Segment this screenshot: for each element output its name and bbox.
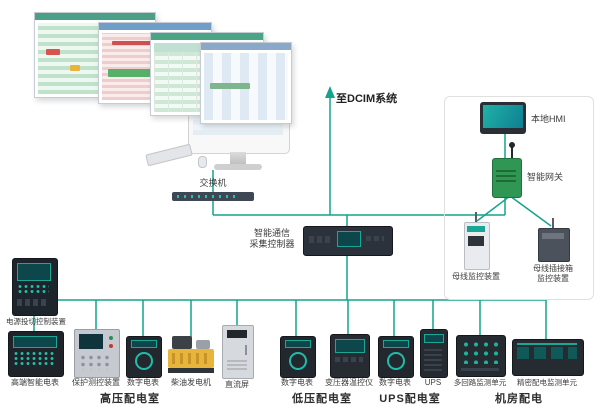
protection-keypad: [79, 354, 113, 370]
busbar-plug-label: 母线插接箱 监控装置: [533, 264, 573, 283]
group-label-hv: 高压配电室: [100, 393, 160, 405]
gateway-label: 智能网关: [527, 172, 564, 182]
ups-display: [424, 334, 444, 343]
dcim-label: 至DCIM系统: [336, 93, 398, 105]
monitor-base: [214, 164, 262, 170]
controller-screen: [337, 231, 361, 247]
protection-screen: [79, 334, 103, 349]
dc-panel-screen: [227, 330, 247, 338]
ups-digital-meter-display: [383, 340, 409, 348]
hv-smart-meter-display: [13, 336, 57, 348]
multi-circuit-label: 多回路监测单元: [453, 378, 507, 387]
screen-block: [210, 83, 250, 89]
switch-label: 交换机: [199, 178, 227, 188]
diesel-generator-label: 柴油发电机: [171, 378, 211, 387]
diesel-generator-engine: [172, 336, 192, 349]
transformer-temp-buttons: [335, 357, 363, 362]
protection-led-red: [109, 344, 113, 348]
transformer-temp-label: 变压器温控仪: [325, 378, 373, 387]
lv-digital-meter-dial: [289, 352, 307, 370]
lv-digital-meter-display: [285, 340, 311, 348]
power-switching-screen: [17, 263, 51, 281]
ups-label: UPS: [424, 378, 442, 387]
power-switching-leds: [17, 284, 49, 294]
group-label-lv: 低压配电室: [292, 393, 352, 405]
window-titlebar: [201, 43, 291, 50]
hmi-screen: [483, 105, 523, 128]
precision-dist-displays: [517, 347, 577, 359]
scada-screenshot-4: [200, 42, 292, 124]
hv-smart-meter-label: 高端智能电表: [11, 378, 59, 387]
busbar-plug-stripe: [542, 233, 564, 239]
right-group-frame: [444, 96, 594, 300]
hv-digital-meter-label: 数字电表: [127, 378, 159, 387]
monitor-stand: [230, 152, 246, 165]
dc-panel-handle: [245, 345, 247, 355]
busbar-monitor-stripe: [467, 226, 485, 232]
multi-circuit-strip: [461, 368, 499, 371]
screen-block: [46, 49, 60, 55]
diesel-generator-alternator: [196, 340, 210, 349]
protection-label: 保护测控装置: [72, 378, 120, 387]
precision-dist-strip: [517, 343, 577, 345]
screen-block: [112, 41, 156, 45]
hv-smart-meter-leds: [13, 351, 55, 367]
window-titlebar: [35, 13, 155, 20]
window-titlebar: [151, 33, 263, 40]
screen-block: [70, 65, 80, 71]
ups-digital-meter-label: 数字电表: [379, 378, 411, 387]
lv-digital-meter-label: 数字电表: [281, 378, 313, 387]
screen-content: [204, 53, 288, 120]
ups-vents: [424, 347, 442, 371]
controller-label: 智能通信 采集控制器: [249, 228, 295, 250]
line-wireless-right: [509, 195, 552, 227]
group-label-ups: UPS配电室: [379, 393, 441, 405]
precision-dist-label: 精密配电监测单元: [517, 378, 577, 387]
controller-buttons: [366, 236, 384, 241]
diesel-generator-base: [168, 368, 214, 373]
power-switching-buttons: [17, 299, 49, 306]
busbar-plug-antenna: [552, 218, 554, 229]
gateway-antenna-tip: [509, 142, 515, 148]
busbar-monitor-antenna: [475, 212, 477, 223]
multi-circuit-grid: [461, 340, 499, 364]
dc-panel-vents: [227, 358, 247, 370]
transformer-temp-display: [335, 339, 365, 353]
hmi-label: 本地HMI: [531, 114, 566, 124]
dc-panel-label: 直流屏: [225, 380, 249, 389]
protection-led-green: [109, 336, 113, 340]
hv-digital-meter-display: [131, 340, 157, 348]
mouse: [198, 156, 207, 168]
hv-digital-meter-dial: [135, 352, 153, 370]
screen-block: [108, 69, 180, 77]
ups-digital-meter-dial: [387, 352, 405, 370]
line-wireless-left: [476, 195, 511, 222]
diesel-generator-vents: [172, 353, 210, 364]
power-switching-label: 电源投切控制装置: [6, 317, 66, 326]
group-label-room: 机房配电: [495, 393, 543, 405]
busbar-monitor-label: 母线监控装置: [452, 272, 500, 281]
gateway-antenna: [511, 146, 513, 160]
gateway-vents: [496, 167, 516, 182]
window-titlebar: [99, 23, 211, 30]
controller-ports: [309, 236, 331, 243]
busbar-monitor-slot: [468, 236, 484, 246]
dcim-arrowhead: [325, 86, 335, 98]
switch-ports: [177, 195, 235, 198]
